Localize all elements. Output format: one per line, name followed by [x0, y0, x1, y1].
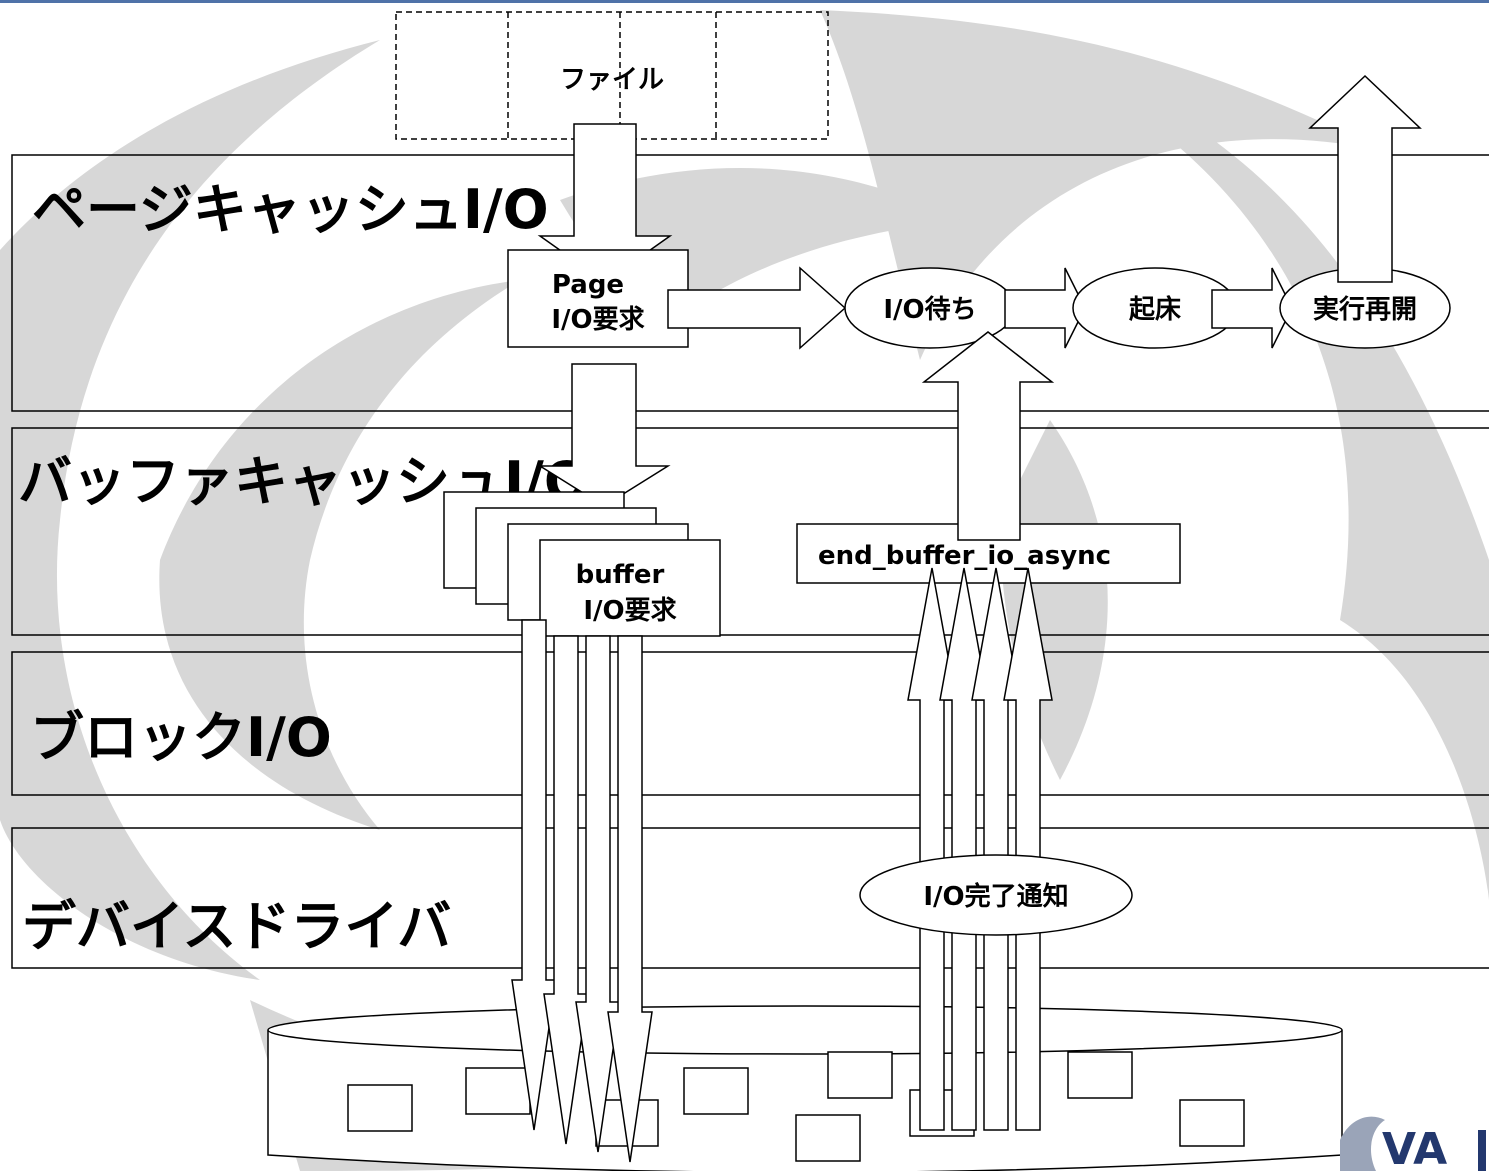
logo-text: VA [1382, 1124, 1447, 1171]
layer-title-page-cache: ページキャッシュI/O [32, 178, 549, 241]
buffer-io-request-line1: buffer [576, 560, 665, 590]
arrow-endbuffer-to-wait [921, 331, 1055, 541]
arrow-wakeup-to-resume [1211, 267, 1293, 349]
file-label: ファイル [560, 65, 664, 95]
buffer-io-request-line2: I/O要求 [583, 596, 676, 626]
page-io-request-box [507, 249, 689, 348]
page-io-request-line1: Page [552, 270, 624, 300]
va-logo: VA [1340, 1116, 1486, 1171]
io-complete-label: I/O完了通知 [923, 881, 1068, 912]
layer-band-device-driver [11, 827, 1489, 969]
arrow-resume-up [1308, 74, 1422, 283]
top-frame-line [0, 0, 1489, 3]
wakeup-label: 起床 [1129, 294, 1181, 325]
down-arrows-to-disk [511, 619, 653, 1163]
end-buffer-label: end_buffer_io_async [818, 541, 1111, 571]
resume-label: 実行再開 [1313, 294, 1417, 325]
arrow-page-to-buffer [537, 363, 671, 507]
wait-label: I/O待ち [883, 295, 976, 325]
layer-band-block-io [11, 651, 1489, 796]
arrow-wait-to-wakeup [1004, 267, 1086, 349]
layer-title-block-io: ブロックI/O [30, 706, 332, 769]
logo-swirl-icon [1340, 1116, 1385, 1171]
layer-title-device-driver: デバイスドライバ [22, 895, 451, 958]
layer-band-buffer-cache [11, 427, 1489, 636]
io-complete-ellipse [859, 854, 1133, 936]
logo-bar [1478, 1130, 1486, 1171]
page-io-request-line2: I/O要求 [551, 305, 644, 335]
buffer-box-stack [443, 491, 721, 637]
arrow-page-to-wait [667, 266, 847, 350]
layer-band-page-cache [11, 154, 1489, 412]
up-arrows-from-disk [907, 567, 1053, 1131]
